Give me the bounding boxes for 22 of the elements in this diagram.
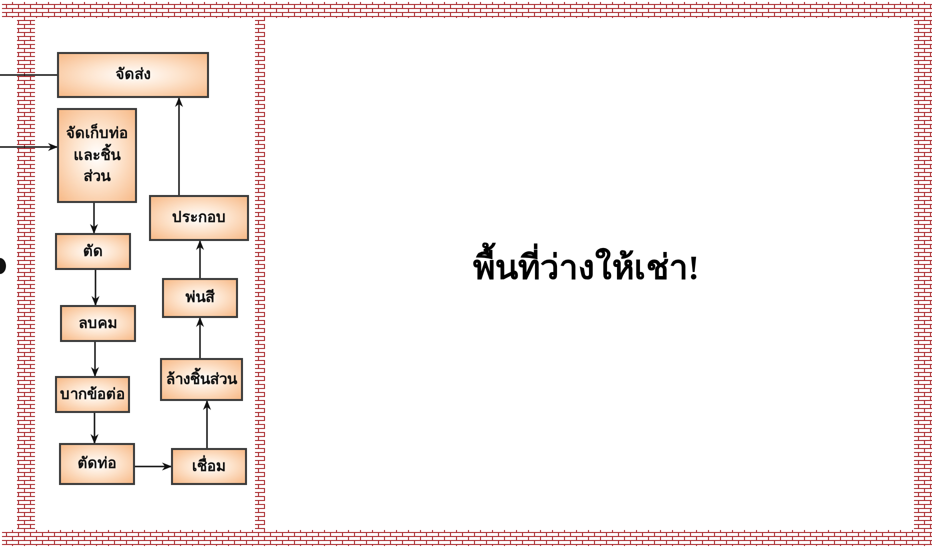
connector-line	[0, 74, 57, 76]
process-box: จัดส่ง	[57, 52, 209, 98]
process-box: ตัด	[55, 233, 131, 270]
arrow	[135, 462, 172, 470]
arrow	[90, 203, 98, 234]
process-box: บากข้อต่อ	[55, 376, 130, 413]
process-box: พ่นสี	[162, 278, 238, 318]
arrow	[175, 97, 183, 195]
arrow	[92, 270, 100, 306]
process-box: จัดเก็บท่อและชิ้นส่วน	[57, 108, 137, 203]
rental-notice: พื้นที่ว่างให้เช่า!	[473, 240, 700, 294]
process-box: ลบคม	[60, 305, 136, 342]
process-box: ตัดท่อ	[59, 443, 135, 485]
arrow	[0, 143, 58, 151]
arrow	[90, 413, 98, 444]
arrow	[196, 240, 204, 278]
process-box: เชื่อม	[171, 448, 247, 485]
arrow	[196, 317, 204, 358]
process-box: ล้างชิ้นส่วน	[160, 358, 243, 401]
arrow	[203, 400, 211, 448]
arrow	[91, 342, 99, 377]
process-box: ประกอบ	[149, 195, 249, 241]
